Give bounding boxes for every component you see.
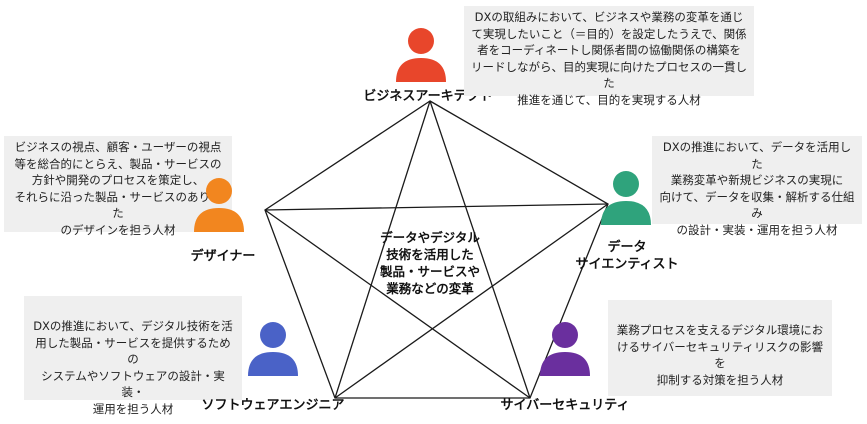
star-line-5 <box>334 203 609 399</box>
star-line-2 <box>429 100 531 399</box>
description-data-scientist: DXの推進において、データを活用した 業務変革や新規ビジネスの実現に 向けて、デ… <box>652 136 862 237</box>
description-software-engineer: DXの推進において、デジタル技術を活 用した製品・サービスを提供するための シス… <box>24 296 242 416</box>
person-icon <box>601 171 651 225</box>
star-line-3 <box>264 203 609 211</box>
star-line-4 <box>264 209 531 399</box>
role-label-data-scientist: データ サイエンティスト <box>575 240 679 272</box>
star-line-1 <box>334 100 431 399</box>
role-label-business-architect: ビジネスアーキテクト <box>363 89 493 104</box>
description-cybersecurity: 業務プロセスを支えるデジタル環境にお けるサイバーセキュリティリスクの影響を 抑… <box>608 300 832 396</box>
pentagon-outline <box>264 100 609 399</box>
person-icon <box>194 178 244 232</box>
center-label: データやデジタル 技術を活用した 製品・サービスや 業務などの変革 <box>379 230 480 296</box>
role-label-software-engineer: ソフトウェアエンジニア <box>201 398 345 413</box>
description-business-architect: DXの取組みにおいて、ビジネスや業務の変革を通じ て実現したいこと（＝目的）を設… <box>464 6 754 107</box>
person-icon <box>248 322 298 376</box>
role-label-designer: デザイナー <box>190 249 256 264</box>
description-designer: ビジネスの視点、顧客・ユーザーの視点 等を総合的にとらえ、製品・サービスの 方針… <box>4 136 232 237</box>
person-icon <box>396 28 446 82</box>
role-label-cybersecurity: サイバーセキュリティ <box>500 398 630 413</box>
person-icon <box>540 322 590 376</box>
